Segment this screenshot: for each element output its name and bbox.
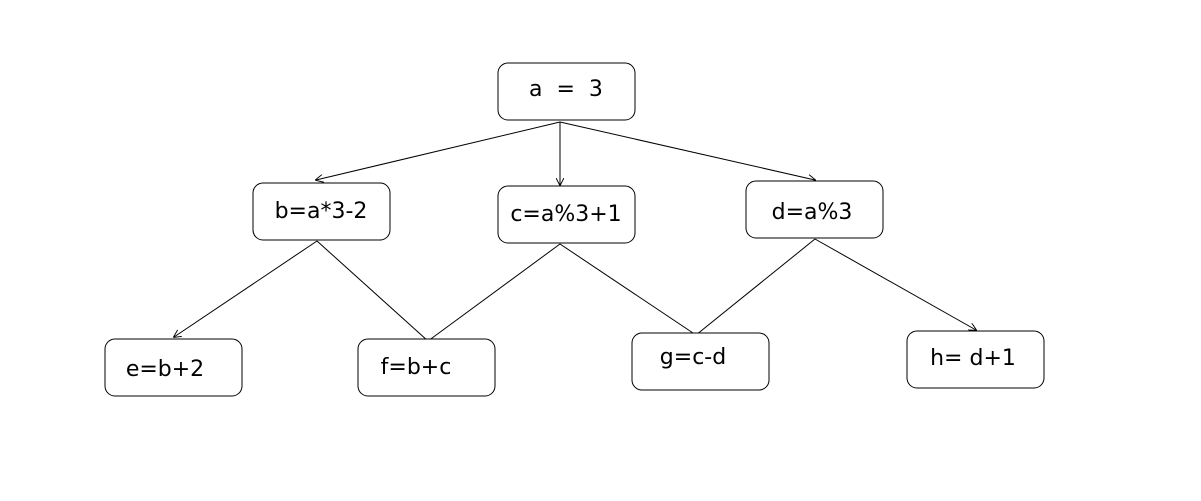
node-b-label: b=a*3-2 [275, 199, 368, 224]
node-a: a = 3 [497, 62, 636, 121]
edge-b-to-e [174, 240, 318, 337]
node-h-label: h= d+1 [930, 346, 1016, 371]
node-c: c=a%3+1 [497, 185, 636, 244]
edge-b-to-f [316, 240, 429, 342]
node-e: e=b+2 [104, 338, 243, 397]
node-d-label: d=a%3 [772, 200, 853, 225]
node-b: b=a*3-2 [252, 182, 391, 241]
node-e-label: e=b+2 [126, 357, 204, 382]
node-f: f=b+c [357, 338, 496, 397]
node-d: d=a%3 [745, 180, 884, 239]
node-a-label: a = 3 [529, 77, 603, 102]
edge-c-to-f [427, 243, 561, 342]
node-f-label: f=b+c [381, 355, 452, 380]
edge-d-to-g [695, 238, 816, 336]
node-g-label: g=c-d [660, 345, 726, 370]
node-g: g=c-d [631, 332, 770, 391]
edge-c-to-g [559, 243, 697, 336]
edge-a-to-b [316, 121, 561, 180]
node-h: h= d+1 [906, 330, 1045, 389]
node-c-label: c=a%3+1 [510, 202, 621, 227]
edge-a-to-d [559, 121, 815, 180]
edge-d-to-h [814, 238, 976, 330]
